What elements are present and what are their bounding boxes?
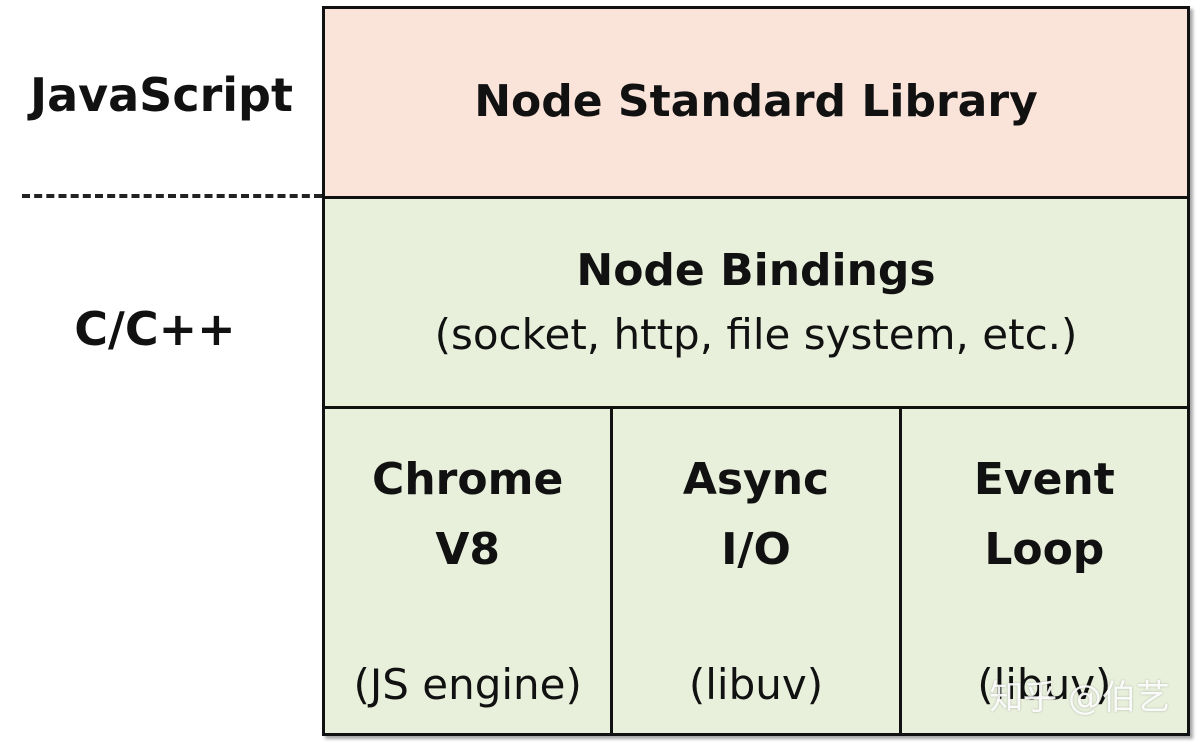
event-loop-box: Event Loop (libuv) [901, 409, 1187, 733]
chrome-v8-title-line2: V8 [435, 524, 500, 576]
chrome-v8-box: Chrome V8 (JS engine) [325, 409, 614, 733]
javascript-label: JavaScript [30, 68, 293, 122]
async-io-title-line1: Async [682, 454, 830, 505]
node-standard-library-box: Node Standard Library [325, 9, 1187, 199]
event-loop-title-line2: Loop [984, 524, 1105, 576]
node-bindings-box: Node Bindings (socket, http, file system… [325, 199, 1187, 409]
event-loop-title: Event Loop [902, 445, 1187, 586]
chrome-v8-note: (JS engine) [353, 660, 582, 709]
node-bindings-title: Node Bindings [576, 244, 936, 296]
node-bindings-subtitle: (socket, http, file system, etc.) [434, 309, 1078, 359]
event-loop-title-line1: Event [973, 454, 1115, 505]
async-io-box: Async I/O (libuv) [613, 409, 902, 733]
node-architecture-diagram: Node Standard Library Node Bindings (soc… [322, 6, 1190, 736]
async-io-title: Async I/O [613, 445, 898, 586]
chrome-v8-title: Chrome V8 [325, 445, 610, 586]
async-io-note: (libuv) [688, 660, 824, 709]
runtime-components-row: Chrome V8 (JS engine) Async I/O (libuv) … [325, 409, 1187, 733]
chrome-v8-title-line1: Chrome [372, 454, 564, 505]
node-standard-library-title: Node Standard Library [474, 76, 1038, 128]
watermark: 知乎 @伯艺 [989, 678, 1170, 718]
layer-divider-dashed-line [22, 194, 322, 198]
cpp-label: C/C++ [74, 302, 236, 356]
async-io-title-line2: I/O [721, 524, 791, 576]
event-loop-note: (libuv) [977, 660, 1112, 709]
